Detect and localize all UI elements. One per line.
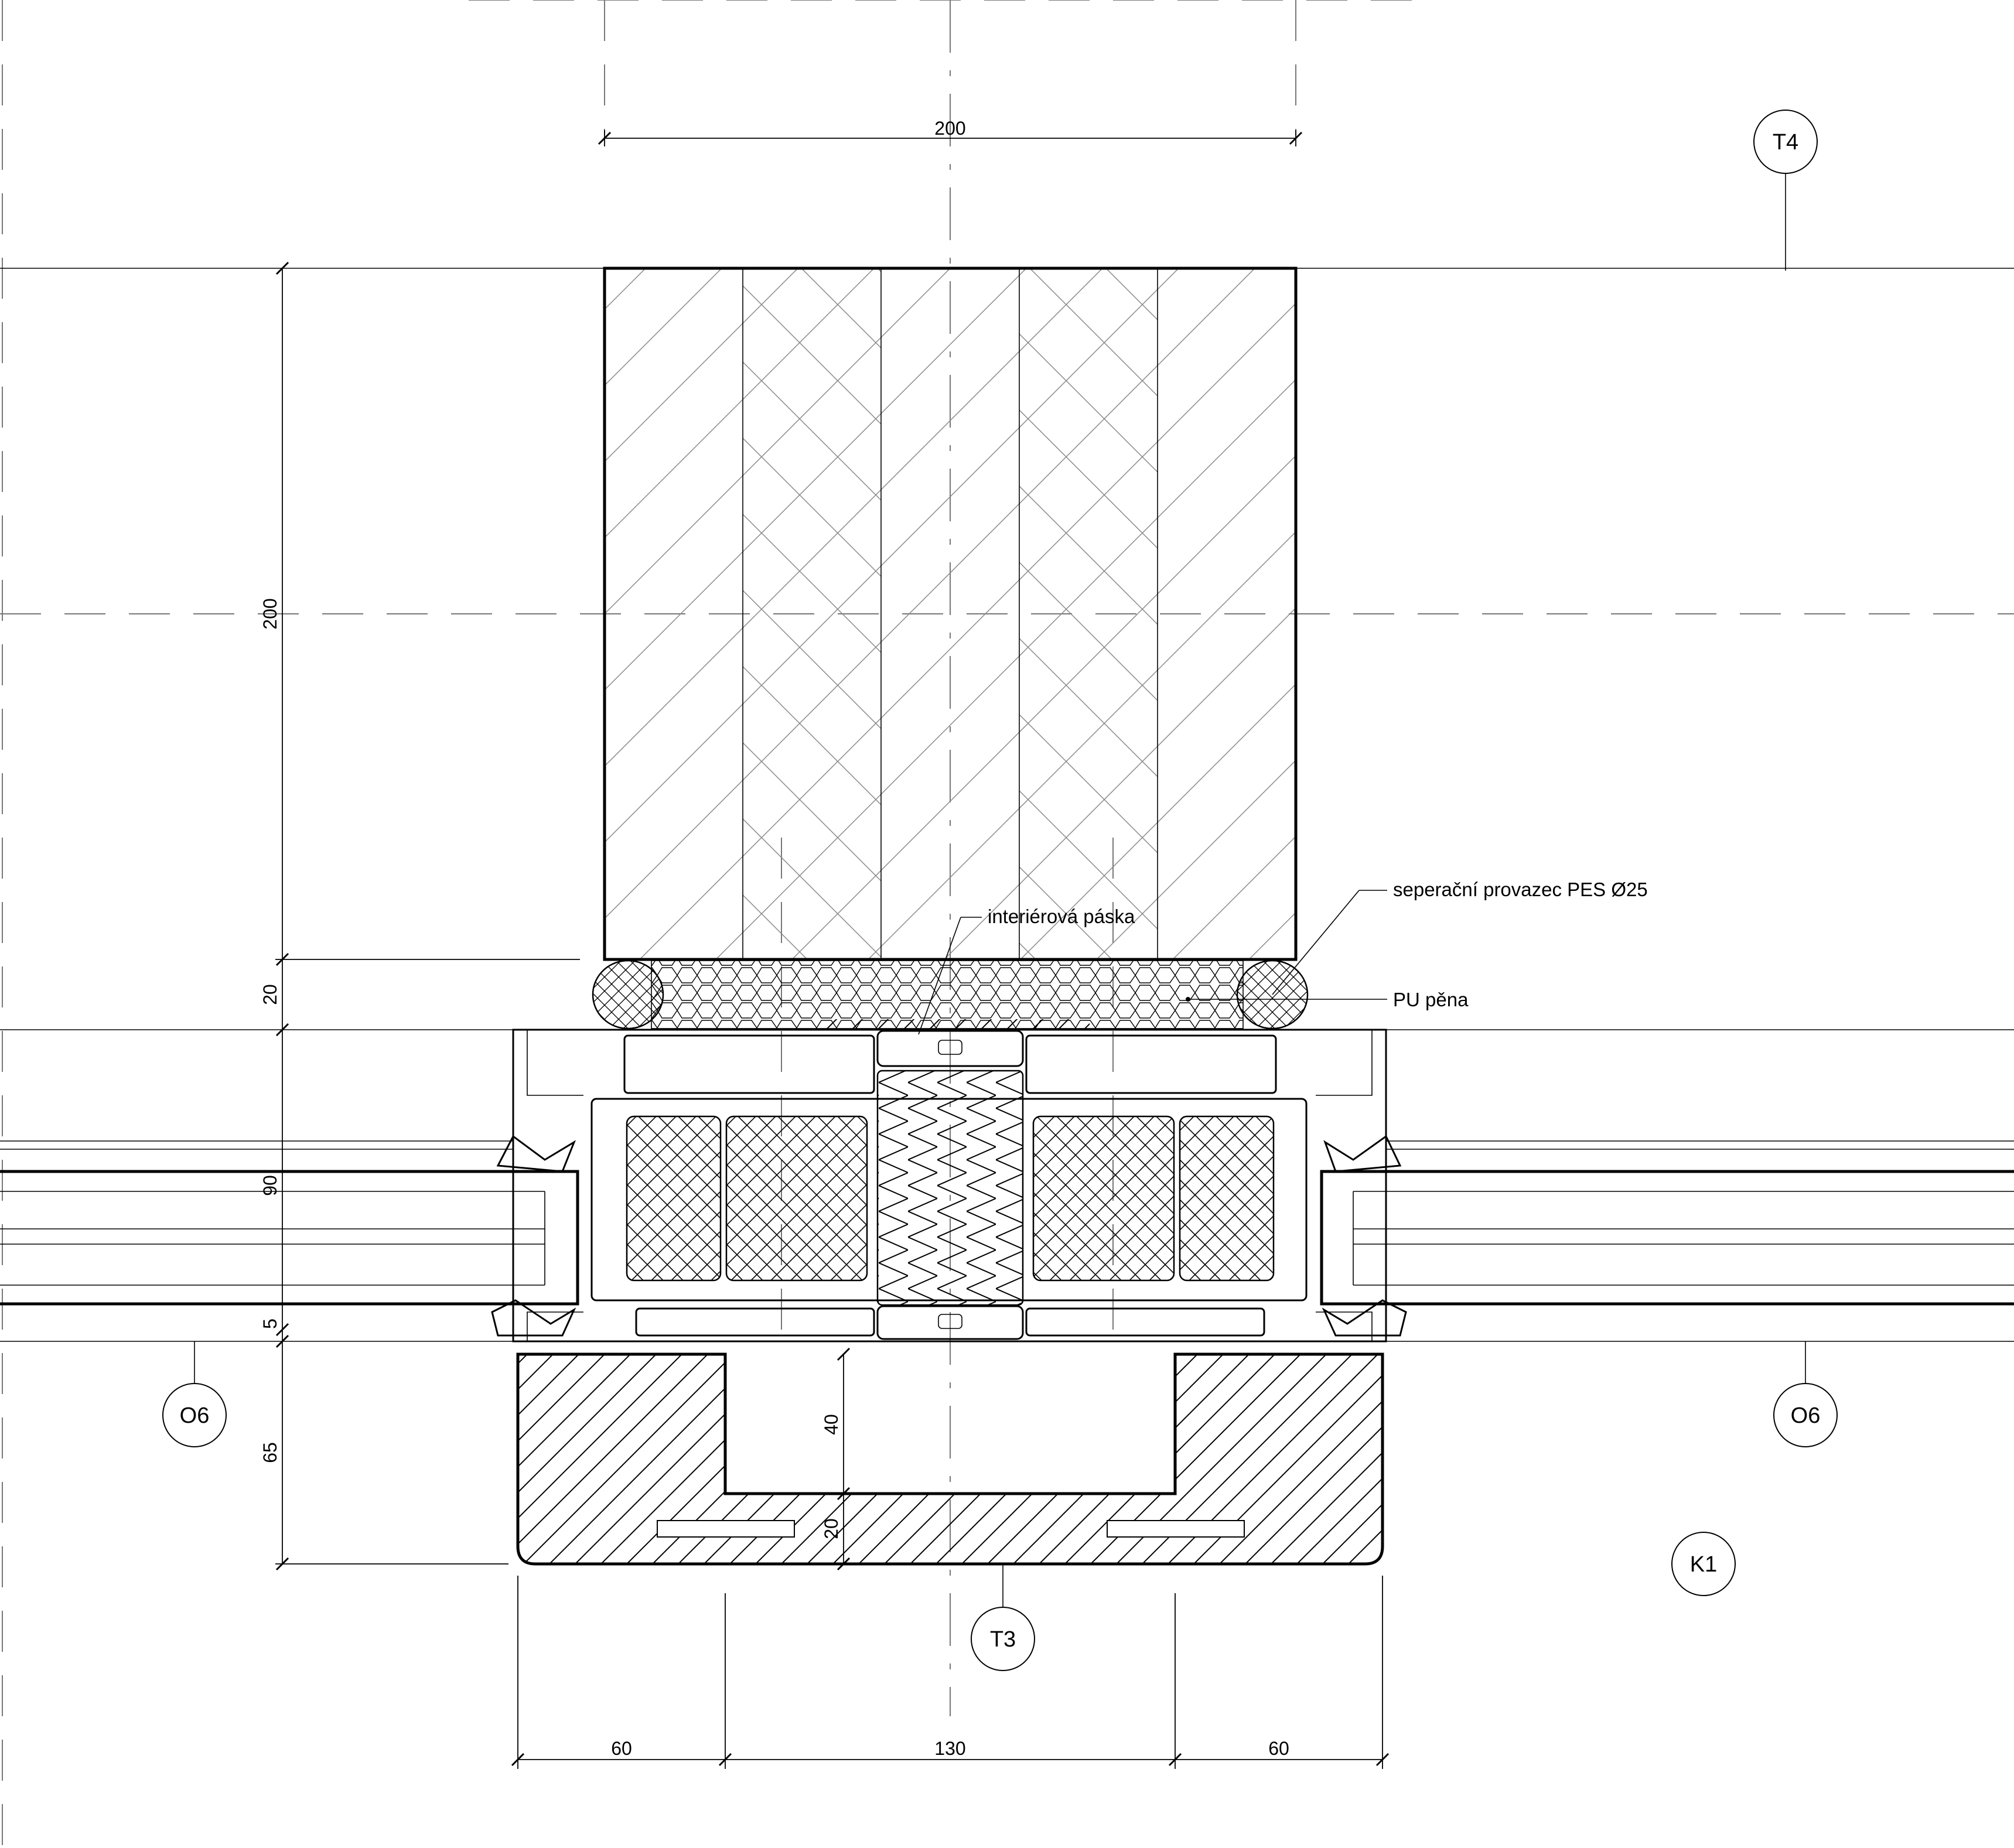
pu-foam-layer [592, 959, 1309, 1030]
dim-bottom-center: 130 [934, 1738, 965, 1759]
dim-sill-base-thickness: 20 [821, 1518, 842, 1539]
dim-left-sill-height: 65 [260, 1442, 281, 1463]
tag-o6-left: O6 [162, 1341, 227, 1447]
dim-sill-recess-depth: 40 [821, 1414, 842, 1435]
note-interior-tape: interiérová páska [918, 906, 1135, 1035]
tag-k1: K1 [1671, 1532, 1736, 1596]
dim-bottom-left: 60 [611, 1738, 632, 1759]
svg-text:T4: T4 [1773, 130, 1798, 155]
svg-text:O6: O6 [1791, 1403, 1821, 1428]
dimension-lines [275, 130, 1390, 1769]
timber-beam [603, 267, 1298, 961]
svg-text:T3: T3 [990, 1627, 1016, 1652]
dim-left-frame: 90 [260, 1175, 281, 1196]
window-frame [491, 1029, 1407, 1343]
tag-t4: T4 [1753, 110, 1818, 271]
note-separation-cord: seperační provazec PES Ø25 [1272, 879, 1648, 995]
dim-top-width: 200 [934, 118, 965, 139]
svg-text:seperační provazec PES Ø25: seperační provazec PES Ø25 [1393, 879, 1648, 900]
dim-left-foam-gap: 20 [260, 984, 281, 1005]
tag-o6-right: O6 [1773, 1341, 1838, 1447]
dim-bottom-right: 60 [1268, 1738, 1289, 1759]
timber-sill [516, 1352, 1384, 1566]
tag-t3: T3 [971, 1565, 1035, 1671]
dim-left-small-gap: 5 [260, 1318, 281, 1329]
glazing-right [1320, 1140, 2014, 1306]
svg-text:O6: O6 [180, 1403, 210, 1428]
note-pu-foam: PU pěna [1186, 989, 1469, 1010]
dim-left-beam-height: 200 [260, 598, 281, 629]
glazing-left [0, 1140, 579, 1306]
svg-text:interiérová páska: interiérová páska [988, 906, 1135, 927]
svg-text:PU pěna: PU pěna [1393, 989, 1469, 1010]
svg-text:K1: K1 [1690, 1552, 1717, 1577]
